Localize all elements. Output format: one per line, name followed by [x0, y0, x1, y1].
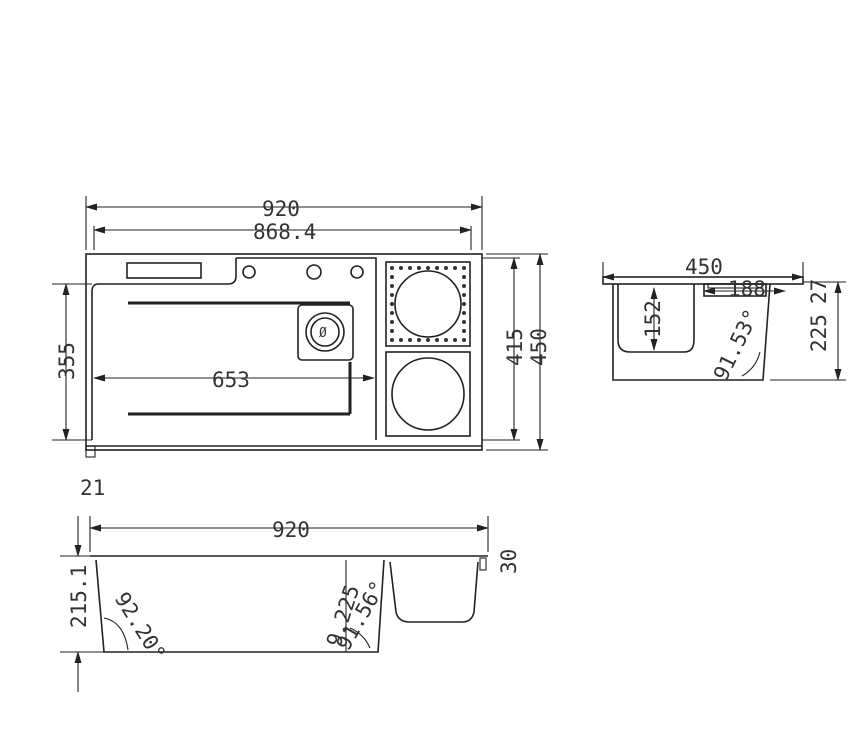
drain-hole	[390, 284, 394, 288]
drain-hole	[453, 266, 457, 270]
drain-hole	[390, 293, 394, 297]
drain-hole	[462, 329, 466, 333]
drain-hole	[417, 266, 421, 270]
drain-hole	[390, 311, 394, 315]
small-basin-front	[389, 561, 479, 623]
drain-hole	[408, 338, 412, 342]
dim-415: 415	[503, 328, 527, 366]
drain-hole	[462, 320, 466, 324]
tap-hole	[242, 265, 256, 279]
sink-outline	[85, 253, 483, 451]
dim-920-front: 920	[272, 518, 310, 542]
upper-compartment	[385, 261, 471, 347]
tap-hole	[350, 265, 364, 279]
drain-hole	[426, 266, 430, 270]
drain-hole	[399, 338, 403, 342]
drain-hole	[462, 311, 466, 315]
side-view: 450 188 27 225 152 91.53°	[602, 255, 846, 384]
dim-188: 188	[728, 277, 766, 301]
dim-152: 152	[641, 300, 665, 338]
drain-hole	[462, 338, 466, 342]
drain-hole	[453, 338, 457, 342]
drain-hole	[462, 266, 466, 270]
drain-hole	[390, 302, 394, 306]
drain-hole	[390, 338, 394, 342]
small-bowl	[617, 284, 695, 353]
control-panel	[126, 262, 202, 279]
dim-355: 355	[55, 342, 79, 380]
main-basin-front	[95, 559, 385, 653]
dim-653: 653	[212, 368, 250, 392]
strainer-label: Ø	[319, 326, 327, 341]
tap-hole	[306, 264, 322, 280]
top-view: Ø 920 868.4 653 355 415 450 21	[52, 196, 551, 500]
dim-27: 27	[807, 279, 831, 304]
strainer-box	[297, 304, 354, 361]
drain-hole	[444, 338, 448, 342]
drain-hole	[390, 266, 394, 270]
dim-920-top: 920	[262, 197, 300, 221]
front-view: 920 215.1 30 92.20° 9.225 91.56°	[60, 516, 521, 692]
drain-hole	[462, 302, 466, 306]
dim-868-4: 868.4	[253, 220, 316, 244]
drain-hole	[426, 338, 430, 342]
drain-hole	[390, 320, 394, 324]
dim-450-top: 450	[527, 328, 551, 366]
dim-225-side: 225	[807, 314, 831, 352]
drain-hole	[417, 338, 421, 342]
drain-hole	[462, 284, 466, 288]
dim-30: 30	[497, 549, 521, 574]
drain-hole	[390, 275, 394, 279]
drain-hole	[462, 293, 466, 297]
drain-hole	[399, 266, 403, 270]
dim-450-side: 450	[685, 255, 723, 279]
drain-hole	[435, 338, 439, 342]
dim-21: 21	[80, 476, 105, 500]
lower-compartment	[385, 351, 471, 437]
drain-hole	[390, 329, 394, 333]
dim-215-1: 215.1	[67, 565, 91, 628]
drain-hole	[462, 275, 466, 279]
dim-91-53: 91.53°	[709, 305, 764, 384]
drain-hole	[435, 266, 439, 270]
drain-holes	[390, 266, 466, 342]
drain-hole	[444, 266, 448, 270]
drain-hole	[408, 266, 412, 270]
